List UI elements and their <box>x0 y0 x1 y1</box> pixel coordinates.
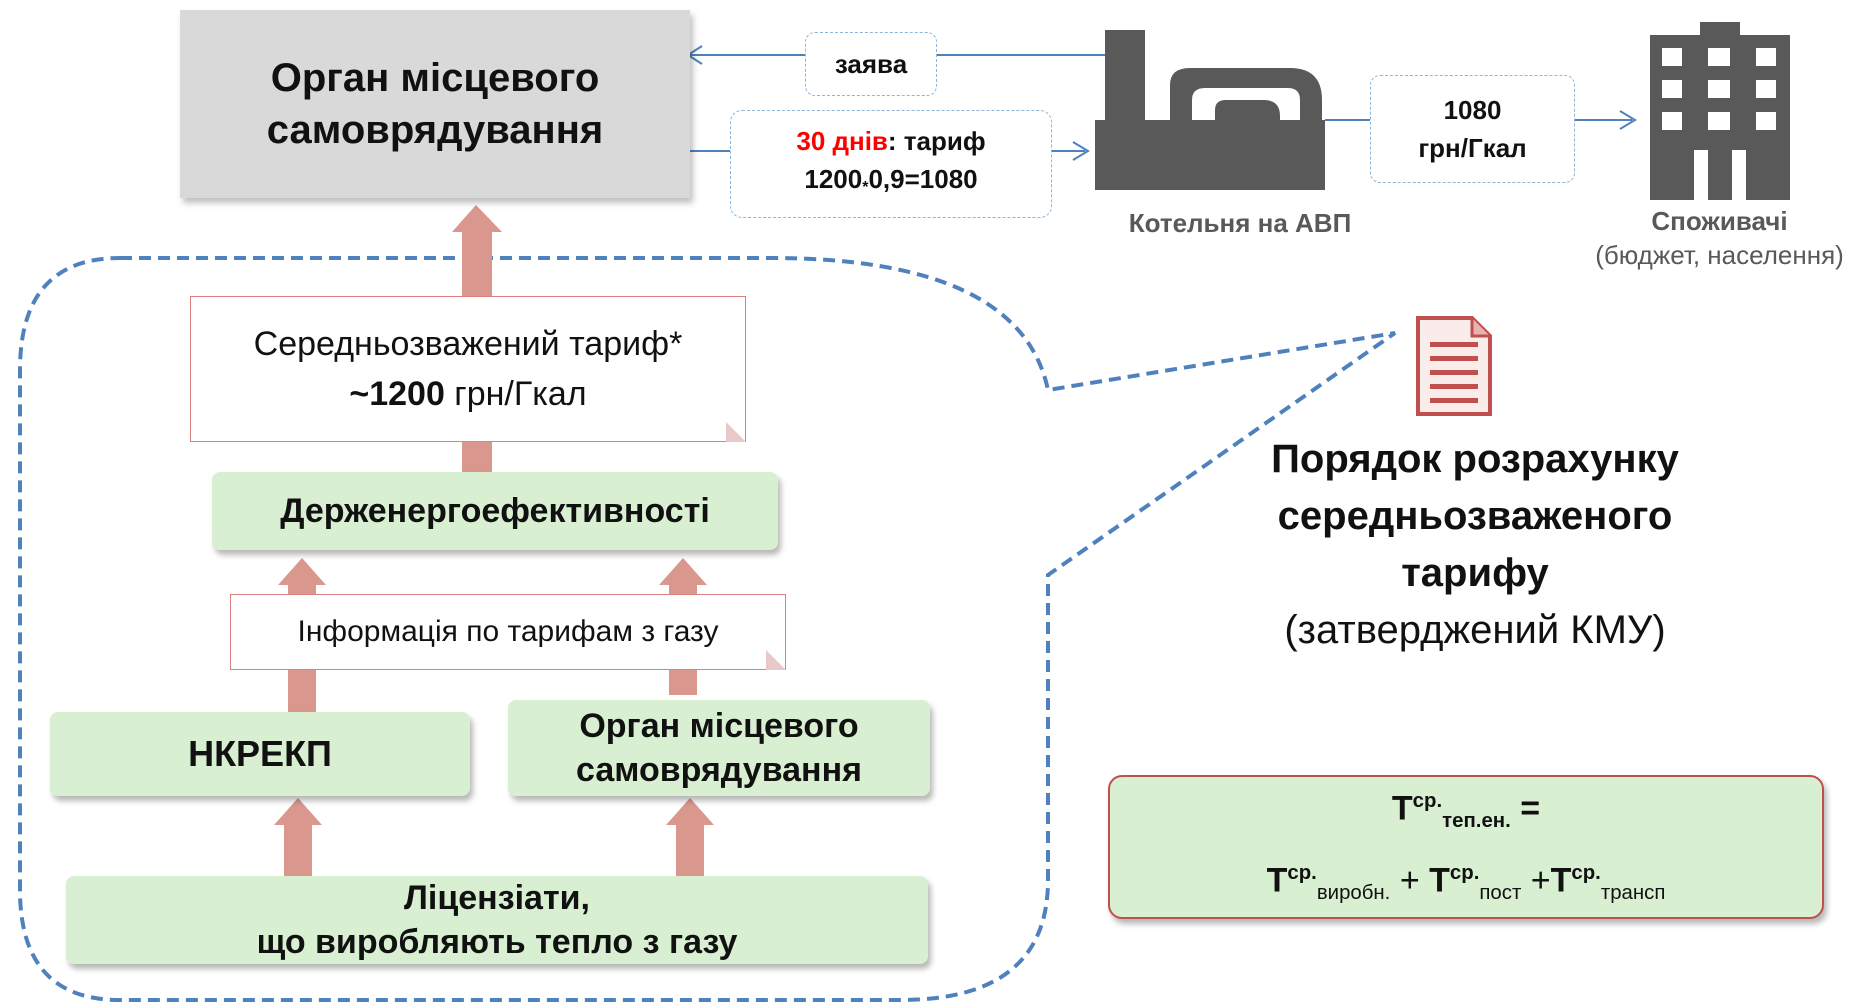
procedure-line4: (затверджений КМУ) <box>1284 608 1666 652</box>
arrow-up-to-authority <box>452 205 502 298</box>
consumers-label: Споживачі (бюджет, населення) <box>1575 200 1864 276</box>
local-authority-line1: Орган місцевого <box>579 707 859 745</box>
boiler-label-text: Котельня на АВП <box>1128 207 1352 238</box>
arrow-up-to-local-authority <box>666 798 714 878</box>
tariff-notice-rest: : тариф <box>887 125 986 156</box>
weighted-tariff-prefix: ~ <box>349 375 370 413</box>
regulator-box: НКРЕКП <box>50 712 470 796</box>
agency-box: Держенергоефективності <box>212 472 778 550</box>
weighted-tariff-value: 1200 <box>369 375 445 413</box>
price-value: 1080 <box>1443 95 1502 125</box>
formula-T-total: Т <box>1391 789 1413 828</box>
procedure-text: Порядок розрахунку середньозваженого тар… <box>1195 430 1755 660</box>
weighted-tariff-line2: ~1200 грн/Гкал <box>349 369 586 419</box>
formula-plus-2: + <box>1530 861 1551 900</box>
tariff-notice-line2: 1200*0,9=1080 <box>804 160 977 207</box>
tariff-notice-line1: 30 днів: тариф <box>796 122 985 160</box>
formula-sub-prod: виробн. <box>1316 882 1391 905</box>
building-icon <box>1650 22 1790 200</box>
gas-info-note: Інформація по тарифам з газу <box>230 594 786 670</box>
agency-label: Держенергоефективності <box>280 491 710 530</box>
formula-sup-trans: ср. <box>1449 862 1480 884</box>
formula-T-transp: Т <box>1550 861 1572 900</box>
weighted-tariff-unit: грн/Гкал <box>444 375 587 413</box>
formula-line1: Тср.теп.ен. = <box>1392 775 1540 847</box>
application-label-box: заява <box>805 32 937 96</box>
consumers-title: Споживачі <box>1651 206 1788 236</box>
price-unit: грн/Гкал <box>1418 133 1527 163</box>
formula-T-trans: Т <box>1429 861 1450 900</box>
tariff-notice-box: 30 днів: тариф 1200*0,9=1080 <box>730 110 1052 218</box>
arrow-up-to-regulator <box>274 798 322 878</box>
regulator-label: НКРЕКП <box>188 733 332 774</box>
application-label: заява <box>834 49 908 79</box>
formula-sup-transp: ср. <box>1571 862 1601 884</box>
boiler-house-icon <box>1095 30 1325 190</box>
top-authority-box: Орган місцевого самоврядування <box>180 10 690 198</box>
formula-sup-prod: ср. <box>1287 862 1317 884</box>
local-authority-line2: самоврядування <box>576 751 862 789</box>
formula-sup-total: ср. <box>1412 789 1443 812</box>
boiler-label: Котельня на АВП <box>1105 205 1375 241</box>
formula-T-prod: Т <box>1266 861 1288 900</box>
gas-info-label: Інформація по тарифам з газу <box>297 615 719 648</box>
formula-sub-trans: пост <box>1479 882 1522 905</box>
top-authority-line1: Орган місцевого <box>270 56 600 100</box>
dashed-region-outline <box>18 256 1397 1002</box>
tariff-days: 30 днів <box>796 125 888 156</box>
licensees-line2: що виробляють тепло з газу <box>256 923 738 961</box>
price-box: 1080 грн/Гкал <box>1370 75 1575 183</box>
weighted-tariff-note: Середньозважений тариф* ~1200 грн/Гкал <box>190 296 746 442</box>
top-authority-line2: самоврядування <box>266 108 604 152</box>
tariff-calc-base: 1200 <box>804 163 863 194</box>
weighted-tariff-line1: Середньозважений тариф* <box>253 325 683 363</box>
procedure-line3: тарифу <box>1401 551 1549 595</box>
document-icon <box>1416 316 1492 416</box>
licensees-line1: Ліцензіати, <box>404 879 590 917</box>
procedure-line1: Порядок розрахунку <box>1271 437 1679 481</box>
procedure-line2: середньозваженого <box>1277 494 1673 538</box>
formula-sub-transp: трансп <box>1600 882 1666 905</box>
local-authority-box: Орган місцевого самоврядування <box>508 700 930 796</box>
consumers-subtitle: (бюджет, населення) <box>1595 240 1844 270</box>
formula-line2: Тср.виробн. + Тср.пост +Тср.трансп <box>1267 847 1666 919</box>
arrow-shaft-tariff-agency <box>462 440 492 474</box>
formula-sub-total: теп.ен. <box>1442 810 1511 832</box>
formula-box: Тср.теп.ен. = Тср.виробн. + Тср.пост +Тс… <box>1108 775 1824 919</box>
tariff-calc-rest: 0,9=1080 <box>868 163 978 194</box>
tariff-calc-op: * <box>862 178 869 196</box>
formula-plus-1: + <box>1399 861 1420 900</box>
formula-equals: = <box>1510 789 1541 828</box>
licensees-box: Ліцензіати, що виробляють тепло з газу <box>66 876 928 964</box>
